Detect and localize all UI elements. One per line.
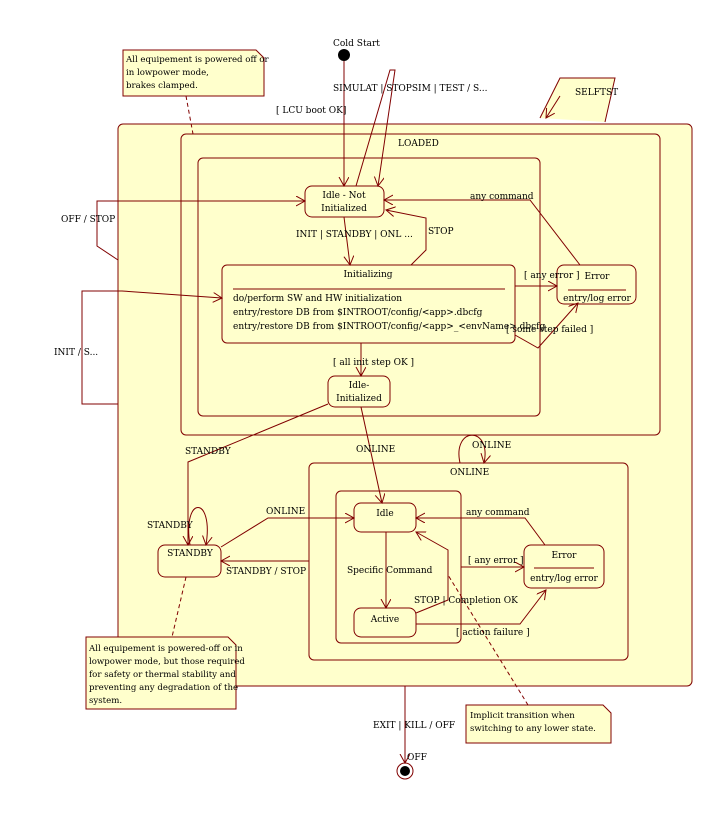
- note-powered-off-line2: in lowpower mode,: [126, 68, 209, 78]
- transition-any-command-loaded[interactable]: [384, 200, 581, 266]
- transition-some-step-failed[interactable]: [514, 303, 578, 349]
- transition-online-from-init[interactable]: [360, 406, 382, 503]
- label-init-s: INIT / S...: [54, 348, 98, 358]
- note-standby-line4: preventing any degradation of the: [89, 683, 238, 693]
- label-off-stop: OFF / STOP: [61, 215, 115, 225]
- idle-label: Idle: [376, 509, 394, 519]
- transition-action-failure[interactable]: [416, 590, 546, 625]
- initializing-action-1: do/perform SW and HW initialization: [233, 294, 402, 304]
- selftst-note-shape: [539, 77, 616, 123]
- label-some-step-failed: [ some step failed ]: [506, 325, 593, 335]
- transition-stop-completion[interactable]: [416, 532, 449, 614]
- note-implicit-line2: switching to any lower state.: [470, 724, 596, 734]
- error-online-action: entry/log error: [530, 574, 598, 584]
- label-stop-loaded: STOP: [428, 227, 454, 237]
- label-standby-stop: STANDBY / STOP: [226, 567, 306, 577]
- label-lcu-boot-ok: [ LCU boot OK]: [276, 106, 346, 116]
- label-any-command-online: any command: [466, 508, 530, 518]
- initializing-title: Initializing: [343, 270, 392, 280]
- note-implicit-transition: [465, 704, 612, 744]
- cold-start-label: Cold Start: [333, 39, 380, 49]
- transition-simulat[interactable]: [355, 69, 396, 186]
- label-online-self: ONLINE: [472, 441, 511, 451]
- transition-online-self[interactable]: [458, 434, 485, 463]
- label-init-standby-online: INIT | STANDBY | ONL ...: [296, 230, 413, 240]
- transition-init-s[interactable]: [81, 290, 222, 405]
- transition-standby-self[interactable]: [188, 507, 208, 546]
- note-powered-off-line1: All equipement is powered off or: [125, 55, 269, 65]
- label-online-from-standby: ONLINE: [266, 507, 305, 517]
- online-label: ONLINE: [450, 468, 489, 478]
- note-powered-off: [122, 49, 265, 97]
- note-standby-line5: system.: [89, 696, 122, 706]
- standby-label: STANDBY: [167, 549, 214, 559]
- transition-off-stop[interactable]: [96, 201, 305, 261]
- idle-not-initialized-line2: Initialized: [321, 204, 367, 214]
- label-action-failure: [ action failure ]: [456, 628, 530, 638]
- initial-state-cold-start[interactable]: [338, 49, 350, 61]
- label-any-error-loaded: [ any error ]: [524, 271, 580, 281]
- transition-stop-loaded[interactable]: [386, 210, 427, 266]
- initializing-state[interactable]: [221, 264, 516, 344]
- note-powered-off-line3: brakes clamped.: [126, 81, 198, 91]
- note-implicit-line1: Implicit transition when: [470, 711, 575, 721]
- label-standby-from-init: STANDBY: [185, 447, 232, 457]
- label-specific-command: Specific Command: [347, 566, 433, 576]
- error-online-title: Error: [552, 551, 578, 561]
- label-simulat: SIMULAT | STOPSIM | TEST / S...: [333, 84, 488, 94]
- note-standby: [85, 636, 237, 710]
- active-label: Active: [370, 615, 399, 625]
- error-loaded-title: Error: [585, 272, 611, 282]
- label-standby-self: STANDBY: [147, 521, 194, 531]
- idle-not-initialized-line1: Idle - Not: [322, 191, 366, 201]
- label-stop-completion: STOP | Completion OK: [414, 596, 518, 606]
- label-any-error-online: [ any error ]: [468, 556, 524, 566]
- idle-initialized-line1: Idle-: [349, 381, 370, 391]
- label-selftst: SELFTST: [575, 88, 618, 98]
- off-label: OFF: [407, 753, 427, 763]
- note-standby-line3: for safety or thermal stability and: [89, 670, 236, 680]
- note-anchor-standby: [171, 576, 187, 638]
- transition-init-standby-online[interactable]: [343, 216, 350, 265]
- label-exit-kill-off: EXIT | KILL / OFF: [373, 721, 455, 731]
- transition-online-from-standby[interactable]: [220, 518, 354, 548]
- idle-initialized-line2: Initialized: [336, 394, 382, 404]
- note-anchor-implicit: [447, 574, 529, 706]
- error-loaded-action: entry/log error: [563, 294, 631, 304]
- transition-selftst[interactable]: [546, 95, 561, 118]
- loaded-label: LOADED: [398, 139, 439, 149]
- final-state-off[interactable]: [400, 766, 410, 776]
- initializing-action-2: entry/restore DB from $INTROOT/config/<a…: [233, 308, 483, 318]
- label-online-from-init: ONLINE: [356, 445, 395, 455]
- transition-standby-from-init[interactable]: [188, 403, 329, 545]
- label-all-init-ok: [ all init step OK ]: [333, 358, 414, 368]
- transition-any-command-online[interactable]: [416, 518, 546, 546]
- initializing-action-3: entry/restore DB from $INTROOT/config/<a…: [233, 322, 545, 332]
- note-standby-line1: All equipement is powered-off or in: [88, 644, 243, 654]
- note-standby-line2: lowpower mode, but those required: [89, 657, 245, 667]
- label-any-command-loaded: any command: [470, 192, 534, 202]
